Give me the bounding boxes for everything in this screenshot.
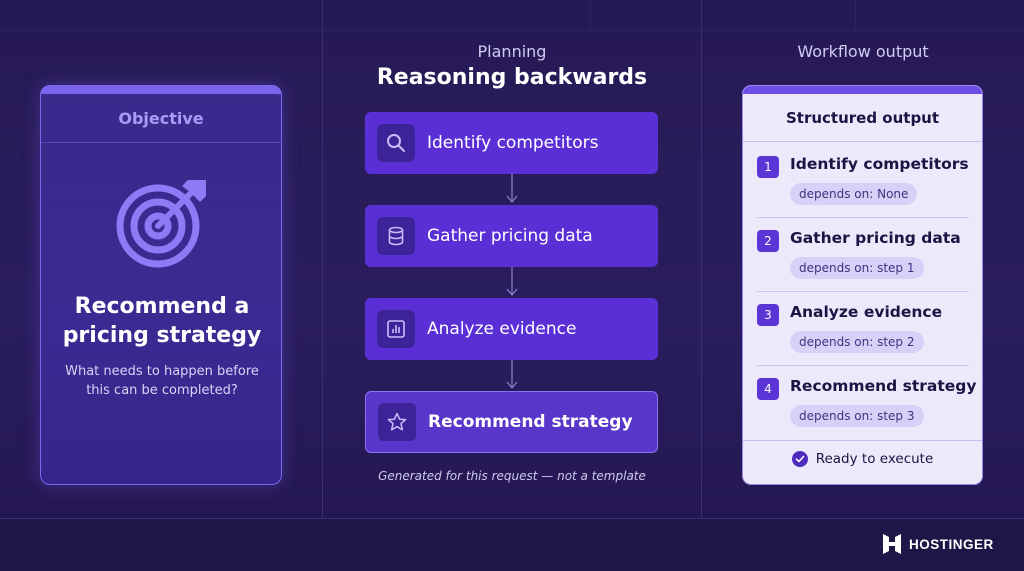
divider — [757, 365, 969, 366]
structured-output-card: Structured output 1 Identify competitors… — [742, 85, 983, 485]
star-icon — [378, 403, 416, 441]
footer-band — [0, 519, 1024, 571]
output-item-title: Analyze evidence — [790, 303, 943, 321]
grid-line — [590, 0, 591, 30]
ready-status: Ready to execute — [743, 451, 982, 467]
column-divider — [322, 0, 323, 518]
divider — [757, 217, 969, 218]
step-label: Identify competitors — [427, 133, 599, 153]
search-icon — [377, 124, 415, 162]
step-number-badge: 1 — [757, 156, 779, 178]
planning-label: Planning — [477, 42, 547, 61]
hostinger-logo-icon — [883, 534, 901, 554]
column-divider — [701, 0, 702, 518]
grid-line — [0, 518, 1024, 519]
divider — [757, 291, 969, 292]
output-item-title: Recommend strategy — [790, 377, 977, 395]
step-number-badge: 3 — [757, 304, 779, 326]
objective-header: Objective — [41, 94, 281, 143]
grid-line — [855, 0, 856, 30]
structured-output-header: Structured output — [743, 94, 982, 142]
divider — [743, 440, 982, 441]
dependency-pill: depends on: None — [790, 183, 918, 205]
check-circle-icon — [791, 451, 808, 467]
structured-output-title: Structured output — [785, 108, 940, 127]
step-gather-pricing-data: Gather pricing data — [365, 205, 658, 267]
dependency-pill: depends on: step 3 — [790, 405, 924, 427]
step-recommend-strategy: Recommend strategy — [365, 391, 658, 453]
output-label: Workflow output — [797, 42, 929, 61]
step-analyze-evidence: Analyze evidence — [365, 298, 658, 360]
grid-line — [0, 30, 1024, 31]
objective-header-label: Objective — [118, 108, 204, 128]
planning-title: Reasoning backwards — [376, 65, 648, 90]
target-icon — [116, 180, 206, 268]
step-label: Gather pricing data — [427, 226, 593, 246]
planning-footnote: Generated for this request — not a templ… — [378, 469, 646, 483]
arrow-down-icon — [506, 174, 518, 203]
objective-title: Recommend a pricing strategy — [62, 294, 262, 348]
database-icon — [377, 217, 415, 255]
card-accent-strip — [743, 86, 982, 94]
dependency-pill: depends on: step 2 — [790, 331, 924, 353]
objective-subtitle: What needs to happen before this can be … — [65, 364, 259, 398]
dependency-pill: depends on: step 1 — [790, 257, 924, 279]
step-number-badge: 4 — [757, 378, 779, 400]
brand-name: HOSTINGER — [909, 536, 994, 552]
step-number-badge: 2 — [757, 230, 779, 252]
output-item-title: Identify competitors — [790, 155, 969, 173]
step-identify-competitors: Identify competitors — [365, 112, 658, 174]
arrow-down-icon — [506, 267, 518, 296]
step-label: Recommend strategy — [428, 412, 633, 432]
brand-logo: HOSTINGER — [882, 533, 994, 555]
card-accent-strip — [41, 86, 281, 94]
objective-card: Objective Recommend a pricing strategy W… — [40, 85, 282, 485]
arrow-down-icon — [506, 360, 518, 389]
output-item-title: Gather pricing data — [790, 229, 961, 247]
ready-status-label: Ready to execute — [815, 451, 934, 467]
bar-chart-icon — [377, 310, 415, 348]
step-label: Analyze evidence — [427, 319, 577, 339]
